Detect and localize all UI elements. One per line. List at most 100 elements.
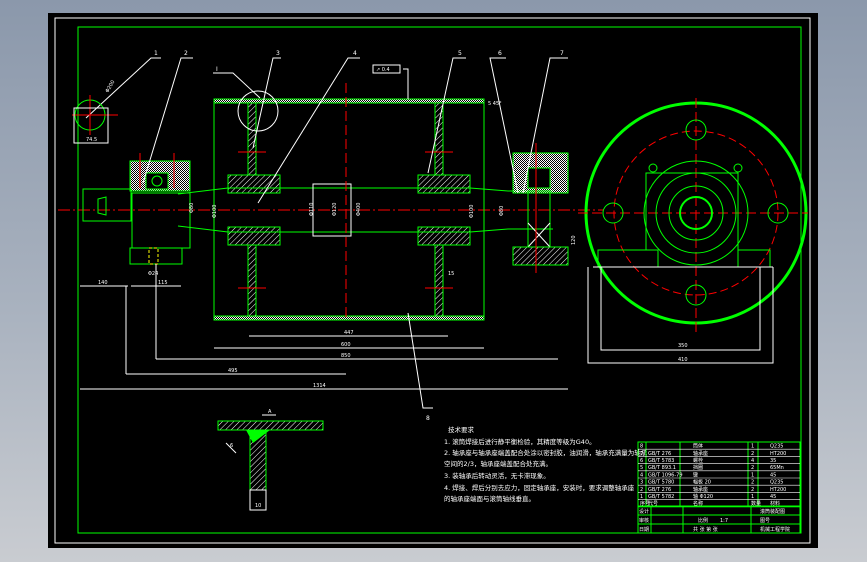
parts-cell: GB/T 5782 — [648, 494, 674, 500]
title-school-name: 机械工程学院 — [760, 526, 790, 533]
parts-row: 3 GB/T 5780 幅板 20 2 Q235 — [640, 479, 783, 486]
dimension-lines — [80, 264, 568, 390]
parts-cell: GB/T 5780 — [648, 480, 674, 486]
parts-cell: 代号 — [648, 500, 658, 507]
outer-frame — [54, 17, 811, 544]
weld-section-label: A — [268, 409, 272, 415]
roughness-value: ↗ 0.4 — [376, 67, 390, 73]
parts-cell: 8 — [640, 444, 643, 450]
title-school: 滚筒装配图 — [760, 508, 785, 515]
dim-inner-span: 447 — [344, 330, 354, 336]
parts-cell: 1 — [751, 444, 754, 450]
cad-drawing-canvas: 1 2 3 4 5 6 7 8 I ↗ 0.4 5 45° 74.5 Φ200 … — [48, 13, 818, 548]
parts-cell: Q235 — [770, 480, 783, 486]
parts-cell: 2 — [751, 487, 754, 493]
dim-left-to-center: 495 — [228, 368, 238, 374]
parts-cell: GB/T 5783 — [648, 458, 674, 464]
parts-cell: 65Mn — [770, 465, 784, 471]
balloon-7: 7 — [560, 50, 564, 57]
front-section-view — [58, 83, 603, 321]
side-view — [578, 98, 808, 364]
parts-cell: 7 — [640, 451, 643, 457]
title-drawing-no: 图号 — [760, 518, 770, 524]
weld-detail — [217, 414, 324, 511]
balloon-4: 4 — [353, 50, 357, 57]
dim-coupling: 115 — [158, 280, 168, 286]
parts-row: 8 筒体 1 Q235 — [640, 443, 783, 450]
parts-row: 2 GB/T 276 轴承座 2 HT200 — [640, 486, 786, 493]
plate-thickness: 10 — [255, 503, 261, 509]
parts-cell: 3 — [640, 480, 643, 486]
dim-dia-1: Φ80 — [189, 203, 195, 213]
parts-cell: 幅板 20 — [693, 479, 711, 486]
tech-req-4b: 的轴承座端面与滚筒轴线垂直。 — [444, 494, 535, 503]
parts-cell: 45 — [770, 472, 776, 478]
parts-header: 序号代号名称数量材料 — [640, 500, 780, 507]
parts-cell: 轴 Φ120 — [693, 493, 713, 500]
parts-cell: HT200 — [770, 451, 786, 457]
dim-dia-7: Φ80 — [499, 206, 505, 216]
title-checker: 审核 — [639, 517, 649, 524]
parts-cell: GB/T 1096-79 — [648, 472, 683, 478]
parts-cell: GB/T 276 — [648, 451, 671, 457]
parts-cell: GB/T 276 — [648, 487, 671, 493]
tech-req-1: 1. 滚筒焊接后进行静平衡检验，其精度等级为G40。 — [444, 437, 596, 446]
parts-cell: 轴承座 — [693, 486, 708, 493]
dim-dia-6: Φ100 — [469, 205, 475, 218]
dim-drum-length: 600 — [341, 342, 351, 348]
roughness-box — [372, 64, 401, 74]
dim-top-left-width: 74.5 — [86, 137, 97, 143]
dim-dia-4: Φ120 — [332, 203, 338, 216]
parts-cell: Q235 — [770, 444, 783, 450]
chamfer-note: 5 45° — [488, 101, 502, 107]
tech-req-3: 3. 装轴承后转动灵活，无卡滞现象。 — [444, 471, 550, 480]
parts-cell: 6 — [640, 458, 643, 464]
parts-cell: 2 — [640, 487, 643, 493]
parts-cell: 数量 — [751, 500, 761, 507]
balloon-5: 5 — [458, 50, 462, 57]
title-block — [637, 505, 801, 534]
tech-req-2: 2. 轴承座与轴承座端盖配合处涂以密封胶，油润滑，轴承充满量为轴承 — [444, 448, 648, 457]
drum-shell-bottom — [213, 315, 485, 321]
parts-cell: 2 — [751, 480, 754, 486]
balloon-6: 6 — [498, 50, 502, 57]
dim-chamfer: 15 — [448, 271, 454, 277]
inner-frame — [77, 26, 802, 534]
parts-cell: 2 — [751, 465, 754, 471]
parts-cell: HT200 — [770, 487, 786, 493]
dim-overall: 1314 — [313, 383, 326, 389]
parts-cell: 筒体 — [693, 443, 703, 450]
dim-side-height: 120 — [571, 235, 577, 245]
balloon-3: 3 — [276, 50, 280, 57]
parts-cell: 1 — [751, 472, 754, 478]
parts-cell: 1 — [751, 494, 754, 500]
dim-left-shaft: 140 — [98, 280, 108, 286]
balloon-2: 2 — [184, 50, 188, 57]
title-designer: 设计 — [639, 508, 649, 515]
parts-cell: 2 — [751, 451, 754, 457]
parts-cell: 1 — [640, 494, 643, 500]
dim-side-outer-width: 410 — [678, 357, 688, 363]
title-scale-label: 比例 — [698, 517, 708, 524]
tech-req-title: 技术要求 — [448, 425, 475, 434]
parts-row: 6 GB/T 5783 螺栓 4 35 — [640, 457, 776, 464]
parts-cell: 名称 — [693, 500, 703, 507]
detail-label: I — [216, 66, 218, 73]
weld-size: 6 — [230, 443, 233, 449]
dim-dia-2: Φ100 — [212, 205, 218, 218]
dim-dia-3: Φ110 — [309, 203, 315, 216]
parts-cell: 挡圈 — [693, 464, 703, 471]
parts-cell: GB/T 893.1 — [648, 465, 676, 471]
parts-cell: 4 — [751, 458, 754, 464]
dim-top-left-angle: Φ200 — [105, 79, 117, 94]
parts-cell: 键 — [693, 471, 698, 478]
parts-cell: 螺栓 — [693, 457, 703, 464]
tech-req-2b: 空间的2/3，轴承座端盖配合处充满。 — [444, 459, 552, 468]
parts-cell: 35 — [770, 458, 776, 464]
parts-cell: 轴承座 — [693, 450, 708, 457]
parts-row: 7 GB/T 276 轴承座 2 HT200 — [640, 450, 786, 457]
drawing-svg: 1 2 3 4 5 6 7 8 I ↗ 0.4 5 45° 74.5 Φ200 … — [54, 17, 811, 544]
